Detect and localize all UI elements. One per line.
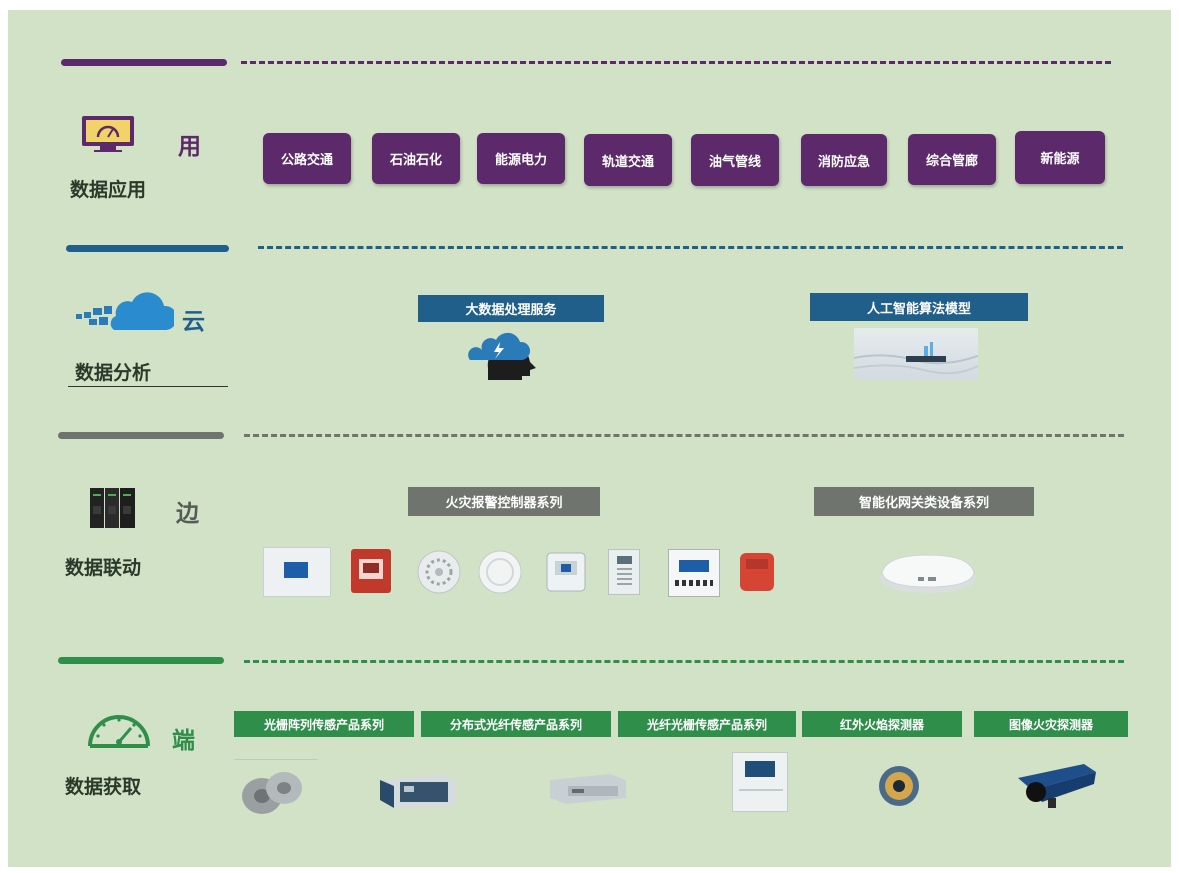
section-title-end: 数据获取 [64, 776, 141, 798]
end-item-image-fire[interactable]: 图像火灾探测器 [974, 711, 1128, 737]
infrared-flame-detector-device [874, 762, 924, 810]
server-rack-icon [88, 486, 138, 530]
wireless-gateway-device [874, 543, 982, 599]
app-item-4[interactable]: 轨道交通 [584, 134, 672, 186]
red-alarm-box-device [347, 545, 395, 597]
dashed-line-cloud [258, 246, 1123, 249]
demodulator-device [548, 770, 628, 806]
ai-model-image [853, 328, 979, 380]
section-title-app: 数据应用 [69, 179, 146, 201]
dashed-line-app [241, 61, 1111, 64]
app-item-1[interactable]: 公路交通 [263, 133, 351, 184]
app-item-7[interactable]: 综合管廊 [908, 134, 996, 185]
cloud-item-bigdata[interactable]: 大数据处理服务 [418, 295, 604, 322]
section-char-edge: 边 [176, 501, 199, 527]
architecture-diagram: 用 数据应用 公路交通 石油石化 能源电力 轨道交通 油气管线 消防应急 综合管… [8, 10, 1171, 867]
app-item-3[interactable]: 能源电力 [477, 133, 565, 184]
speedometer-icon [84, 710, 154, 752]
app-item-6[interactable]: 消防应急 [801, 134, 887, 186]
section-underline-cloud [68, 386, 228, 387]
fiber-spool-device [234, 762, 310, 818]
section-char-cloud: 云 [182, 309, 205, 335]
separator-line [234, 759, 318, 760]
section-divider-cloud [66, 245, 229, 252]
edge-item-gateway[interactable]: 智能化网关类设备系列 [814, 487, 1034, 516]
end-item-distributed-fiber[interactable]: 分布式光纤传感产品系列 [421, 711, 611, 737]
smoke-detector-device [416, 549, 462, 595]
heat-detector-device [477, 549, 523, 595]
image-fire-detector-device [1014, 758, 1100, 810]
dashed-line-edge [244, 434, 1124, 437]
terminal-block-device [668, 549, 720, 597]
module-device [543, 545, 589, 597]
end-item-fbg[interactable]: 光纤光栅传感产品系列 [618, 711, 796, 737]
edge-item-fire-alarm[interactable]: 火灾报警控制器系列 [408, 487, 600, 516]
section-title-cloud: 数据分析 [74, 362, 151, 384]
dashed-line-end [244, 660, 1124, 663]
end-item-grating-array[interactable]: 光栅阵列传感产品系列 [234, 711, 414, 737]
panel-device [608, 549, 640, 595]
cloud-icon [74, 288, 178, 333]
app-item-2[interactable]: 石油石化 [372, 133, 460, 184]
section-divider-app [61, 59, 227, 66]
section-char-end: 端 [172, 728, 195, 754]
app-item-5[interactable]: 油气管线 [691, 134, 779, 186]
app-item-8[interactable]: 新能源 [1015, 131, 1105, 184]
section-char-app: 用 [178, 134, 201, 160]
sensing-chassis-device [376, 770, 458, 810]
fbg-host-device [732, 752, 788, 812]
end-item-infrared-flame[interactable]: 红外火焰探测器 [802, 711, 962, 737]
monitor-gauge-icon [80, 114, 136, 154]
red-siren-device [736, 545, 778, 597]
section-divider-edge [58, 432, 224, 439]
cloud-brain-icon [466, 332, 552, 384]
cloud-item-ai[interactable]: 人工智能算法模型 [810, 293, 1028, 321]
section-title-edge: 数据联动 [64, 557, 141, 579]
fire-alarm-controller-device [263, 547, 331, 597]
section-divider-end [58, 657, 224, 664]
